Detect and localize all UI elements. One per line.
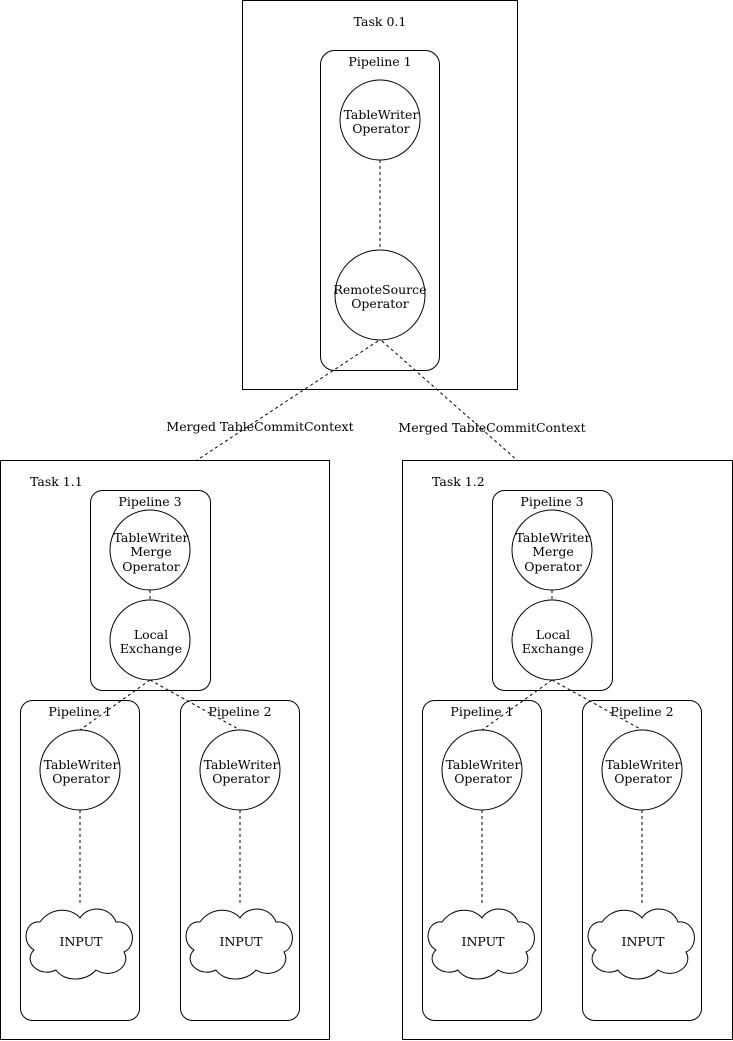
task-0-1-label: Task 0.1	[354, 14, 407, 29]
task-1-1-pipeline-2-label: Pipeline 2	[208, 704, 271, 719]
task-1-2-pipeline-3: Pipeline 3 TableWriter Merge Operator Lo…	[492, 490, 613, 691]
task-1-2-label: Task 1.2	[432, 474, 485, 489]
task-1-2-local-exchange-node: Local Exchange	[511, 599, 593, 681]
task-1-2-pipeline-1-label: Pipeline 1	[450, 704, 513, 719]
task-0-1: Task 0.1 Pipeline 1 TableWriter Operator…	[242, 0, 518, 390]
task-1-2: Task 1.2 Pipeline 3 TableWriter Merge Op…	[402, 460, 733, 1040]
task-1-1-p1-input-node: INPUT	[25, 908, 133, 980]
task-1-1-exchange-to-p2-link	[149, 679, 241, 731]
table-writer-operator-circle	[339, 79, 421, 161]
task-1-2-p2-writer-line1: TableWriter	[606, 757, 681, 772]
table-writer-operator-line1: TableWriter	[344, 107, 419, 122]
left-merged-label: Merged TableCommitContext	[166, 419, 353, 434]
task-1-2-merge-operator-node: TableWriter Merge Operator	[511, 509, 593, 591]
task-1-2-p2-table-writer-node: TableWriter Operator	[601, 729, 683, 811]
remote-source-operator-line2: Operator	[351, 296, 409, 311]
task-1-1-p2-input-label: INPUT	[220, 934, 264, 949]
task-1-1-exchange-line1: Local	[134, 627, 168, 642]
task-1-1-merge-line1: TableWriter	[114, 530, 189, 545]
task-1-2-exchange-to-p1-link	[481, 679, 553, 731]
task-1-2-merge-line1: TableWriter	[516, 530, 591, 545]
task-1-2-p1-writer-line1: TableWriter	[446, 757, 521, 772]
task-1-1-pipeline-1: Pipeline 1 TableWriter Operator INPUT	[20, 700, 140, 1021]
task-1-1-pipeline-3-label: Pipeline 3	[118, 494, 181, 509]
task-1-1-label: Task 1.1	[30, 474, 83, 489]
task-1-1-pipeline-2: Pipeline 2 TableWriter Operator INPUT	[180, 700, 300, 1021]
task-1-2-exchange-line2: Exchange	[522, 641, 584, 656]
task-1-2-p2-writer-line2: Operator	[614, 771, 672, 786]
task-1-2-merge-line3: Operator	[524, 559, 582, 574]
task-1-1-p1-writer-line1: TableWriter	[44, 757, 119, 772]
task-1-1-p1-table-writer-node: TableWriter Operator	[39, 729, 121, 811]
task-1-2-merge-line2: Merge	[532, 544, 574, 559]
task-1-1-merge-operator-circle	[109, 509, 191, 591]
task-1-1-p1-writer-line2: Operator	[52, 771, 110, 786]
task-1-2-pipeline-1: Pipeline 1 TableWriter Operator INPUT	[422, 700, 542, 1021]
task-1-2-pipeline-3-label: Pipeline 3	[520, 494, 583, 509]
task-1-1-p2-table-writer-node: TableWriter Operator	[199, 729, 281, 811]
task-1-1-pipeline-3: Pipeline 3 TableWriter Merge Operator Lo…	[90, 490, 211, 691]
task-1-1-p2-writer-line2: Operator	[212, 771, 270, 786]
task-1-1-p2-input-node: INPUT	[185, 908, 293, 980]
task-1-1-local-exchange-node: Local Exchange	[109, 599, 191, 681]
task-1-2-pipeline-2-label: Pipeline 2	[610, 704, 673, 719]
remote-source-operator-circle	[334, 249, 426, 341]
task-1-2-pipeline-2: Pipeline 2 TableWriter Operator INPUT	[582, 700, 702, 1021]
task-1-1-merge-line2: Merge	[130, 544, 172, 559]
task-0-1-pipeline-1: Pipeline 1 TableWriter Operator RemoteSo…	[320, 50, 440, 371]
task-1-2-exchange-to-p2-link	[551, 679, 643, 731]
task-0-1-pipeline-1-label: Pipeline 1	[348, 54, 411, 69]
table-writer-operator-line2: Operator	[352, 121, 410, 136]
task-1-1-exchange-line2: Exchange	[120, 641, 182, 656]
task-1-1-p1-input-label: INPUT	[60, 934, 104, 949]
task-1-1-exchange-to-p1-link	[79, 679, 151, 731]
task-1-2-p1-table-writer-node: TableWriter Operator	[441, 729, 523, 811]
task-1-1: Task 1.1 Pipeline 3 TableWriter Merge Op…	[0, 460, 330, 1040]
task-1-2-p2-input-label: INPUT	[622, 934, 666, 949]
remote-source-operator-line1: RemoteSource	[333, 282, 426, 297]
task-1-1-p2-writer-line1: TableWriter	[204, 757, 279, 772]
task-1-2-p1-input-label: INPUT	[462, 934, 506, 949]
remote-source-operator-node: RemoteSource Operator	[333, 249, 427, 341]
task-1-2-exchange-line1: Local	[536, 627, 570, 642]
task-1-2-p2-input-node: INPUT	[587, 908, 695, 980]
task-1-2-p1-input-node: INPUT	[427, 908, 535, 980]
task-1-2-p1-writer-line2: Operator	[454, 771, 512, 786]
task-1-1-pipeline-1-label: Pipeline 1	[48, 704, 111, 719]
task-1-2-merge-operator-circle	[511, 509, 593, 591]
table-writer-operator-node: TableWriter Operator	[339, 79, 421, 161]
task-1-1-merge-line3: Operator	[122, 559, 180, 574]
task-1-1-merge-operator-node: TableWriter Merge Operator	[109, 509, 191, 591]
right-merged-label: Merged TableCommitContext	[398, 420, 585, 435]
